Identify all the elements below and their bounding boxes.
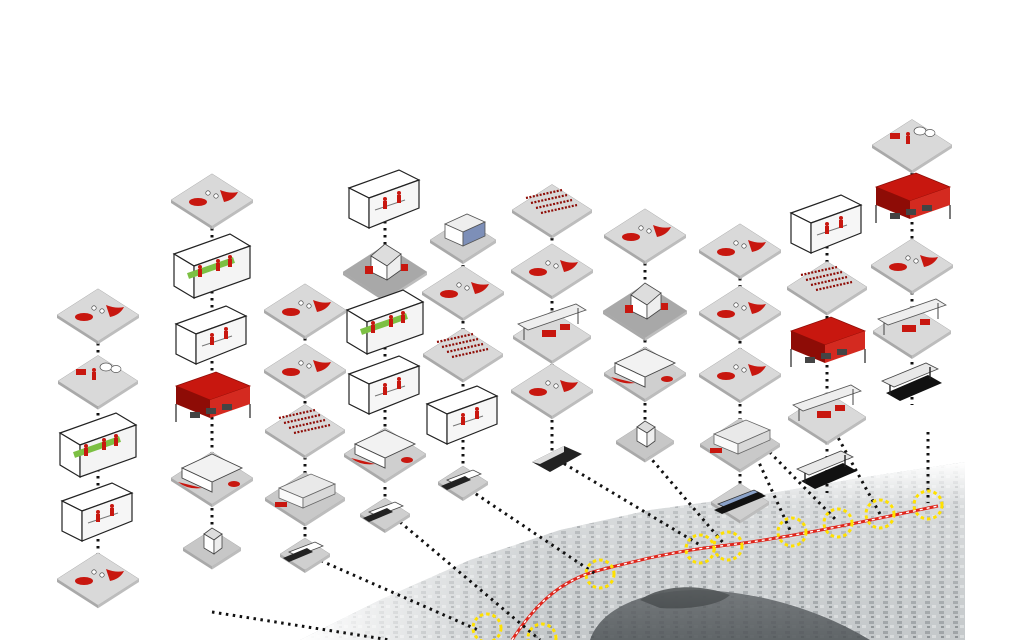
program-market-hall — [603, 346, 687, 403]
col-8 — [698, 223, 782, 524]
program-plaza — [170, 173, 254, 230]
program-tram-blue — [710, 483, 770, 524]
program-workshop — [789, 194, 863, 254]
program-meeting-room — [345, 289, 425, 356]
col-6 — [510, 184, 594, 472]
program-meeting-room — [172, 233, 252, 300]
program-seating — [786, 261, 868, 316]
station-markers — [471, 489, 944, 640]
program-plaza — [870, 238, 954, 295]
program-plaza — [698, 285, 782, 342]
connector-lines — [211, 430, 930, 640]
program-columns — [56, 119, 954, 609]
program-seating — [264, 404, 346, 459]
col-10 — [870, 119, 954, 405]
col-5 — [421, 213, 505, 501]
program-workshop — [174, 305, 248, 365]
program-tunnel — [532, 446, 582, 472]
program-workshop — [347, 169, 421, 229]
program-market-hall — [343, 427, 427, 484]
program-workshop — [60, 482, 134, 542]
program-tram — [437, 465, 489, 501]
program-plaza — [603, 208, 687, 265]
program-seating — [511, 184, 593, 239]
station-ring — [471, 612, 503, 640]
station-ring — [912, 489, 944, 521]
program-canopy-red — [789, 316, 867, 367]
program-canopy — [512, 303, 592, 364]
program-kiosk — [182, 527, 242, 570]
program-plaza — [510, 243, 594, 300]
program-plaza — [421, 265, 505, 322]
program-canopy — [787, 384, 867, 445]
station-ring — [584, 558, 616, 590]
link-col-3 — [307, 553, 479, 632]
program-plaza — [263, 283, 347, 340]
program-pavilion — [871, 119, 953, 174]
col-3 — [263, 283, 347, 573]
link-col-1 — [211, 610, 391, 640]
link-col-7 — [646, 454, 727, 546]
station-ring — [776, 516, 808, 548]
program-meeting-room — [58, 412, 138, 479]
program-plaza — [263, 343, 347, 400]
program-platform — [881, 362, 942, 401]
link-col-5 — [469, 488, 598, 577]
program-warehouse — [264, 472, 346, 527]
station-ring — [712, 530, 744, 562]
program-house — [342, 243, 428, 302]
program-workshop — [425, 385, 499, 445]
station-ring — [822, 507, 854, 539]
program-canopy — [872, 298, 952, 359]
col-1 — [56, 288, 140, 609]
aerial-map — [300, 462, 965, 640]
col-2 — [170, 173, 254, 570]
link-col-4 — [399, 520, 541, 640]
program-plaza — [698, 347, 782, 404]
program-workshop — [347, 355, 421, 415]
program-tram — [359, 497, 411, 533]
program-house — [602, 282, 688, 341]
program-pavilion — [57, 355, 139, 410]
col-4 — [342, 169, 428, 533]
program-market-hall — [170, 451, 254, 508]
program-plaza — [698, 223, 782, 280]
program-platform — [796, 450, 857, 489]
link-col-9 — [833, 431, 882, 515]
program-seating — [422, 328, 504, 383]
program-plaza — [510, 363, 594, 420]
program-plaza — [56, 288, 140, 345]
program-canopy-red — [874, 172, 952, 223]
col-7 — [602, 208, 688, 463]
program-warehouse — [699, 418, 781, 473]
program-plaza — [56, 552, 140, 609]
program-box — [429, 213, 497, 265]
program-tram — [279, 537, 331, 573]
station-ring — [864, 498, 896, 530]
station-ring — [526, 622, 558, 640]
program-kiosk — [615, 420, 675, 463]
program-canopy-red — [174, 371, 252, 422]
transit-route-line — [510, 504, 939, 640]
col-9 — [786, 194, 868, 493]
